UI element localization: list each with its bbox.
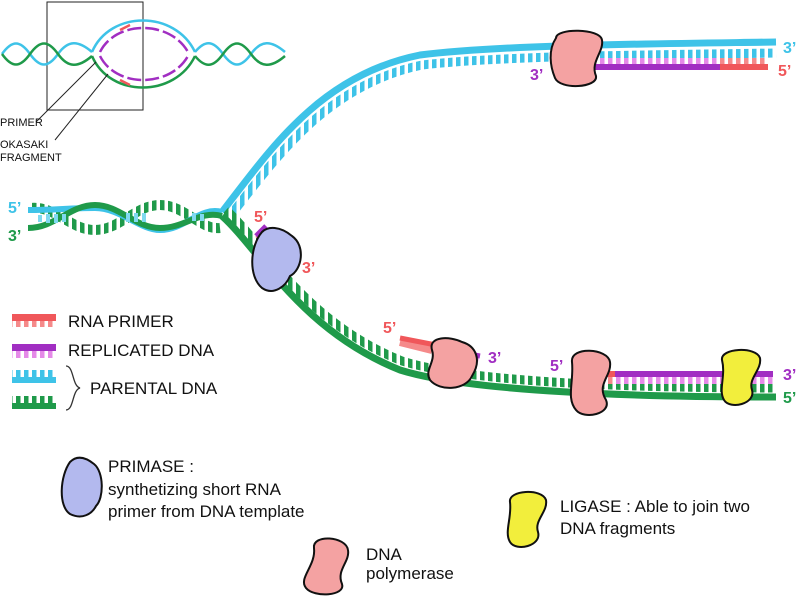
end-label-frag-3: 3’ bbox=[488, 350, 501, 367]
green-parental-lower bbox=[219, 213, 777, 401]
blue-parental-upper bbox=[219, 38, 777, 215]
leading-replicated-strand bbox=[555, 64, 720, 70]
primase-key-icon bbox=[60, 456, 103, 518]
legend-green-swatch-teeth bbox=[12, 396, 56, 403]
primer-pointer-line bbox=[35, 61, 97, 123]
primer-label: PRIMER bbox=[0, 117, 43, 129]
legend-green-swatch bbox=[12, 403, 56, 409]
inset-helix-blue-left bbox=[0, 42, 93, 66]
blue-parental-teeth bbox=[226, 48, 777, 219]
end-label-top-right: 3’ bbox=[783, 40, 796, 57]
fork-replicated-stub bbox=[254, 224, 268, 238]
leading-primer bbox=[720, 64, 768, 70]
enzyme-key: PRIMASE : synthetizing short RNA primer … bbox=[60, 456, 750, 596]
okasaki-label-line1: OKASAKI bbox=[0, 139, 48, 151]
inset-primer-top bbox=[119, 23, 131, 32]
primase-desc-line1: synthetizing short RNA bbox=[108, 480, 282, 499]
mid-primer-teeth bbox=[399, 338, 433, 354]
legend: RNA PRIMER REPLICATED DNA PARENTAL DNA bbox=[12, 312, 218, 411]
inset-primer-bottom bbox=[119, 78, 131, 87]
mid-primer bbox=[399, 335, 437, 348]
inset-helix-green-right bbox=[194, 42, 286, 66]
end-label-top-purple: 3’ bbox=[530, 67, 543, 84]
polymerase-mid-icon bbox=[427, 337, 478, 389]
parental-helix bbox=[27, 199, 223, 236]
end-label-left-top: 5’ bbox=[8, 200, 21, 217]
okasaki-label-line2: FRAGMENT bbox=[0, 152, 62, 164]
inset-helix-green-left bbox=[0, 42, 93, 66]
inset-bubble-green bbox=[90, 55, 197, 89]
polymerase-key-icon bbox=[303, 537, 350, 596]
polymerase-bottom-icon bbox=[569, 349, 612, 416]
legend-rna-primer: RNA PRIMER bbox=[68, 312, 174, 331]
replication-fork: 5’ 3’ 3’ 3’ 5’ 5’ 3’ 5’ 3’ 5’ 3’ 5’ bbox=[8, 29, 796, 416]
bot-replicated-strand bbox=[615, 371, 773, 377]
legend-brace bbox=[65, 365, 81, 411]
ligase-junction-icon bbox=[720, 349, 762, 406]
end-label-bot-right-3: 3’ bbox=[783, 367, 796, 384]
ligase-label-line2: DNA fragments bbox=[560, 519, 675, 538]
ligase-key-icon bbox=[506, 491, 548, 548]
okasaki-pointer-line bbox=[54, 73, 109, 141]
leading-primer-teeth bbox=[720, 58, 768, 67]
bot-replicated-teeth bbox=[615, 376, 773, 384]
end-label-fork-5: 5’ bbox=[254, 209, 267, 226]
end-label-frag-5: 5’ bbox=[383, 320, 396, 337]
inset-replicated-top bbox=[98, 26, 190, 53]
legend-rna-swatch-teeth bbox=[12, 320, 56, 327]
primase-fork-icon bbox=[251, 226, 302, 292]
lagging-template-strand bbox=[219, 206, 777, 416]
legend-rna-swatch bbox=[12, 314, 56, 321]
end-label-left-bottom: 3’ bbox=[8, 228, 21, 245]
leading-template-strand bbox=[219, 29, 777, 219]
primase-title: PRIMASE : bbox=[108, 457, 194, 476]
polymerase-label-line2: polymerase bbox=[366, 564, 454, 583]
ligase-label-line1: LIGASE : Able to join two bbox=[560, 497, 750, 516]
end-label-top-red: 5’ bbox=[778, 63, 791, 80]
legend-blue-swatch-teeth bbox=[12, 370, 56, 377]
polymerase-top-icon bbox=[549, 29, 604, 87]
polymerase-label-line1: DNA bbox=[366, 545, 403, 564]
legend-replicated-swatch bbox=[12, 344, 56, 351]
legend-blue-swatch bbox=[12, 377, 56, 383]
legend-parental-dna: PARENTAL DNA bbox=[90, 379, 218, 398]
inset-bubble-blue bbox=[90, 19, 197, 53]
inset-overview: PRIMER OKASAKI FRAGMENT bbox=[0, 1, 286, 164]
inset-helix-blue-right bbox=[194, 42, 286, 66]
end-label-bot-right-5: 5’ bbox=[783, 390, 796, 407]
inset-replicated-bottom bbox=[98, 55, 190, 82]
helix-base-pairs bbox=[38, 213, 204, 223]
end-label-bot-purple-5: 5’ bbox=[550, 358, 563, 375]
legend-replicated-dna: REPLICATED DNA bbox=[68, 341, 215, 360]
inset-zoom-box bbox=[46, 1, 144, 111]
legend-replicated-swatch-teeth bbox=[12, 351, 56, 358]
end-label-fork-3: 3’ bbox=[302, 260, 315, 277]
primase-desc-line2: primer from DNA template bbox=[108, 502, 305, 521]
leading-replicated-teeth bbox=[555, 58, 720, 67]
